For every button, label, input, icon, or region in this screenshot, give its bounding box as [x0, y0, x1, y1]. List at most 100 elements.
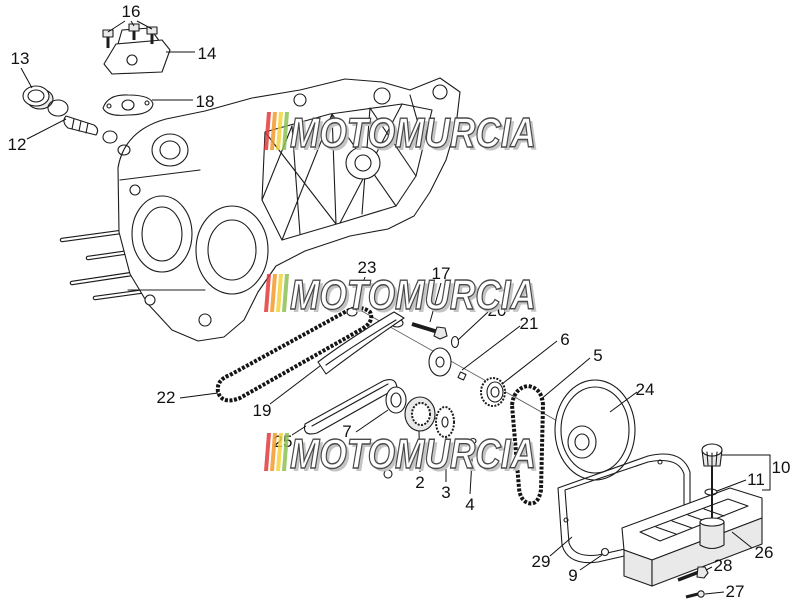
callout-12: 12 [8, 135, 27, 154]
bolt-16-b-head [146, 26, 158, 35]
part-3-gear [435, 406, 455, 438]
watermark-2-stripe-1 [264, 274, 271, 312]
crankcase-boss-2 [373, 87, 391, 105]
plate-21-disc [428, 347, 452, 377]
leader-16 [107, 20, 153, 33]
part-20-washer [450, 335, 460, 349]
cap-face [22, 85, 50, 107]
bolt-17-head [433, 326, 448, 340]
chain-22-links [215, 306, 374, 403]
watermark-1: MOTOMURCIA MOTOMURCIA [264, 108, 539, 159]
callout-5: 5 [593, 346, 602, 365]
small-o-ring [383, 469, 393, 479]
callout-11: 11 [747, 470, 765, 489]
callout-3: 3 [441, 483, 450, 502]
crankcase-rib-frame [261, 103, 433, 241]
crankcase-bearing-boss [345, 146, 381, 180]
pan-26-mesh [639, 498, 749, 542]
leader-lines [20, 20, 771, 595]
rotor-2-gear [411, 402, 431, 426]
cover-24-rim [560, 386, 630, 474]
callout-6: 6 [560, 330, 569, 349]
gasket-bolt-hole-b [144, 100, 150, 106]
washer-7-inner [390, 392, 402, 408]
crankcase-boss-3 [432, 84, 448, 100]
callout-18: 18 [196, 92, 215, 111]
crankcase-boss-4 [198, 313, 212, 327]
cover-plate-body [103, 39, 171, 75]
part-17-bolt [411, 322, 448, 340]
part-21-plate [428, 347, 467, 381]
crankcase-boss-6 [129, 184, 141, 196]
leader-10-bracket [722, 454, 771, 491]
watermark-2-stripe-2 [270, 274, 277, 312]
washer-7-outer [385, 386, 407, 414]
gasket-bolt-hole-a [106, 103, 112, 109]
leader-22 [179, 392, 219, 399]
tube-11-top [699, 517, 725, 527]
part-22-timing-chain [215, 306, 374, 403]
watermark-1-stripe-3 [276, 112, 283, 150]
callout-4: 4 [465, 495, 474, 514]
screw-27-head [697, 590, 705, 598]
watermark-1-text: MOTOMURCIA [290, 109, 536, 156]
gasket-29-hole-b [563, 517, 569, 523]
crankcase-crank-bore-inner [207, 219, 257, 281]
crankcase-boss-1 [293, 93, 307, 107]
plate-21-key [457, 371, 467, 381]
leader-23 [353, 276, 366, 308]
callout-22: 22 [157, 388, 176, 407]
watermark-1-stripe-2 [270, 112, 277, 150]
part-27-screw [685, 590, 705, 599]
crankcase-bearing-hole [354, 154, 372, 172]
dipstick-o-ring [704, 488, 718, 496]
callout-23: 23 [358, 258, 377, 277]
part-5-pump-chain [510, 384, 545, 506]
callout-28: 28 [714, 556, 733, 575]
leader-19 [269, 365, 321, 405]
bolt-28-shank [677, 570, 700, 582]
callout-27: 27 [726, 582, 745, 600]
watermark-3-text: MOTOMURCIA [290, 430, 536, 477]
leader-5 [539, 357, 591, 401]
part-12-filter [63, 115, 99, 136]
watermark-2-shadow: MOTOMURCIA [293, 274, 539, 321]
filter-body [63, 115, 99, 136]
crankcase-left-bore [131, 195, 193, 273]
gasket-center-hole [121, 99, 135, 111]
part-9-washer [600, 547, 610, 557]
watermark-2-stripe-3 [276, 274, 283, 312]
callout-19: 19 [253, 401, 272, 420]
leader-26 [731, 531, 753, 549]
part-2-pump-rotor [404, 396, 436, 432]
callout-2: 2 [415, 473, 424, 492]
watermark-3-stripe-2 [270, 433, 277, 471]
leader-9 [579, 554, 603, 571]
gasket-outline [102, 94, 154, 116]
cover-24-hole [574, 433, 590, 451]
gasket-29-hole-a [657, 459, 663, 465]
watermark-2-text: MOTOMURCIA [290, 271, 536, 318]
sprocket-6-teeth [480, 377, 506, 407]
tube-11-body [699, 521, 725, 550]
leader-29 [549, 536, 573, 557]
part-26-oil-pan [621, 487, 763, 587]
watermark-3-stripe-4 [282, 433, 289, 471]
leader-7 [355, 409, 389, 433]
part-11-tube [699, 517, 725, 550]
cover-24-hub [567, 425, 597, 459]
callout-21: 21 [520, 314, 539, 333]
crankcase-edges [119, 94, 421, 291]
part-6-sprocket [480, 377, 506, 407]
part-19-tensioner-shoe [317, 311, 405, 375]
part-7-washer [385, 386, 407, 414]
watermark-3: MOTOMURCIA MOTOMURCIA [264, 429, 539, 480]
watermark-3-stripe-3 [276, 433, 283, 471]
guide-25-edge [311, 383, 389, 427]
plate-21-hole [435, 356, 445, 368]
dipstick-ridges [706, 451, 718, 467]
bolt-28-head [696, 566, 709, 579]
leader-24 [609, 391, 638, 413]
leader-11 [716, 479, 747, 492]
